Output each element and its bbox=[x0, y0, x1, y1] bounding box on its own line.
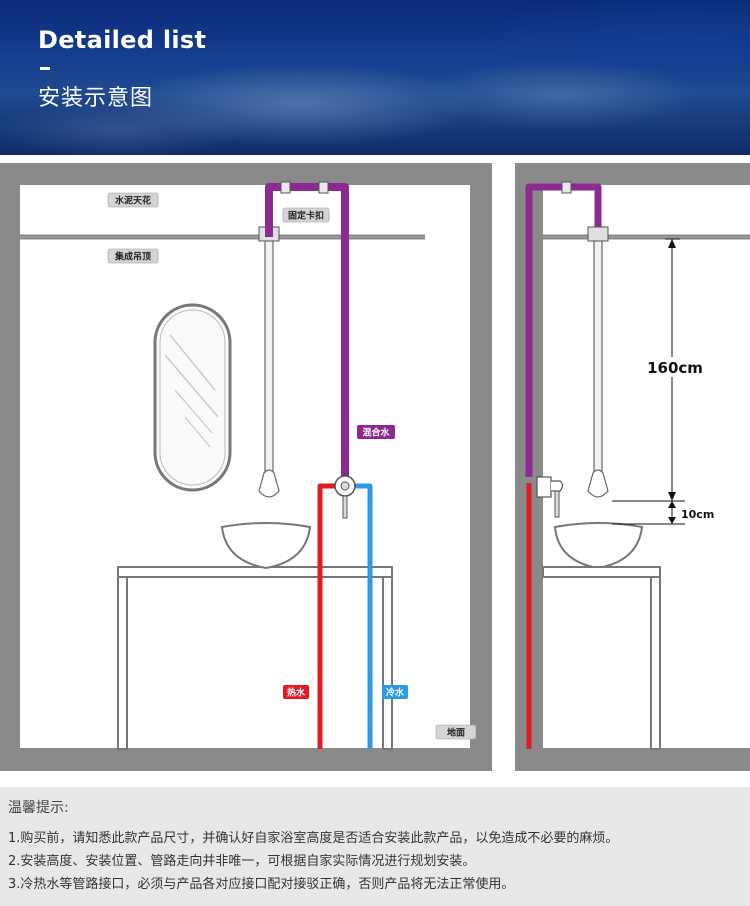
mirror bbox=[153, 303, 232, 492]
side-ceiling-slab bbox=[515, 163, 750, 185]
suspended-ceiling-line bbox=[20, 235, 425, 239]
tips-section: 温馨提示: 1.购买前，请知悉此款产品尺寸，并确认好自家浴室高度是否适合安装此款… bbox=[0, 787, 750, 906]
cold-water-label-tag: 冷水 bbox=[382, 685, 408, 699]
right-partition bbox=[470, 163, 492, 771]
shower-head-front bbox=[258, 226, 280, 498]
side-floor-slab bbox=[515, 748, 750, 771]
installation-diagram: 水泥天花 集成吊顶 固定卡扣 混合水 热水 冷水 地面 bbox=[0, 163, 750, 771]
ceiling-label-tag: 水泥天花 bbox=[107, 192, 159, 208]
hot-water-label: 热水 bbox=[287, 687, 306, 699]
vanity-table bbox=[117, 566, 393, 750]
side-view: 160cm 10cm bbox=[515, 163, 750, 771]
hot-water-label-tag: 热水 bbox=[283, 685, 309, 699]
basin bbox=[220, 522, 312, 570]
dimension-10cm: 10cm bbox=[612, 501, 714, 525]
tips-title: 温馨提示: bbox=[8, 800, 69, 816]
side-vanity-table bbox=[542, 566, 661, 750]
pipe-clamp-2 bbox=[318, 181, 329, 194]
clamp-label-tag: 固定卡扣 bbox=[282, 207, 330, 223]
mixed-water-pipe bbox=[265, 183, 349, 477]
banner-title: Detailed list bbox=[38, 26, 207, 54]
floor-label: 地面 bbox=[447, 727, 465, 739]
left-wall bbox=[0, 163, 20, 771]
tip-item: 2.安装高度、安装位置、管路走向并非唯一，可根据自家实际情况进行规划安装。 bbox=[8, 854, 476, 869]
banner-divider bbox=[40, 67, 50, 70]
mixing-valve bbox=[334, 475, 356, 519]
suspended-ceiling-label-tag: 集成吊顶 bbox=[107, 248, 159, 264]
side-basin bbox=[553, 522, 644, 570]
ceiling-label: 水泥天花 bbox=[115, 195, 151, 207]
mixed-water-label: 混合水 bbox=[362, 427, 390, 439]
suspended-ceiling-label: 集成吊顶 bbox=[114, 251, 151, 263]
side-pipe-clamp bbox=[561, 181, 572, 194]
dimension-160cm: 160cm bbox=[612, 238, 708, 502]
side-mixing-valve bbox=[536, 476, 564, 518]
height-dimension-label: 160cm bbox=[647, 359, 703, 377]
banner-subtitle: 安装示意图 bbox=[38, 86, 154, 111]
left-ceiling-slab bbox=[0, 163, 492, 185]
tip-item: 3.冷热水等管路接口，必须与产品各对应接口配对接驳正确，否则产品将无法正常使用。 bbox=[8, 877, 515, 892]
header-banner: Detailed list 安装示意图 bbox=[0, 0, 750, 155]
cold-water-label: 冷水 bbox=[386, 687, 405, 699]
hot-water-pipe bbox=[317, 483, 340, 749]
gap-dimension-label: 10cm bbox=[681, 508, 714, 521]
left-floor-slab bbox=[0, 748, 492, 771]
floor-label-tag: 地面 bbox=[435, 724, 477, 740]
tip-item: 1.购买前，请知悉此款产品尺寸，并确认好自家浴室高度是否适合安装此款产品，以免造… bbox=[8, 831, 619, 846]
side-suspended-ceiling-line bbox=[543, 235, 750, 239]
shower-head-side bbox=[587, 226, 609, 498]
cold-water-pipe bbox=[350, 483, 373, 749]
pipe-clamp-1 bbox=[280, 181, 291, 194]
mixed-water-label-tag: 混合水 bbox=[357, 425, 395, 439]
clamp-label: 固定卡扣 bbox=[288, 210, 324, 222]
front-view: 水泥天花 集成吊顶 固定卡扣 混合水 热水 冷水 地面 bbox=[0, 163, 492, 771]
